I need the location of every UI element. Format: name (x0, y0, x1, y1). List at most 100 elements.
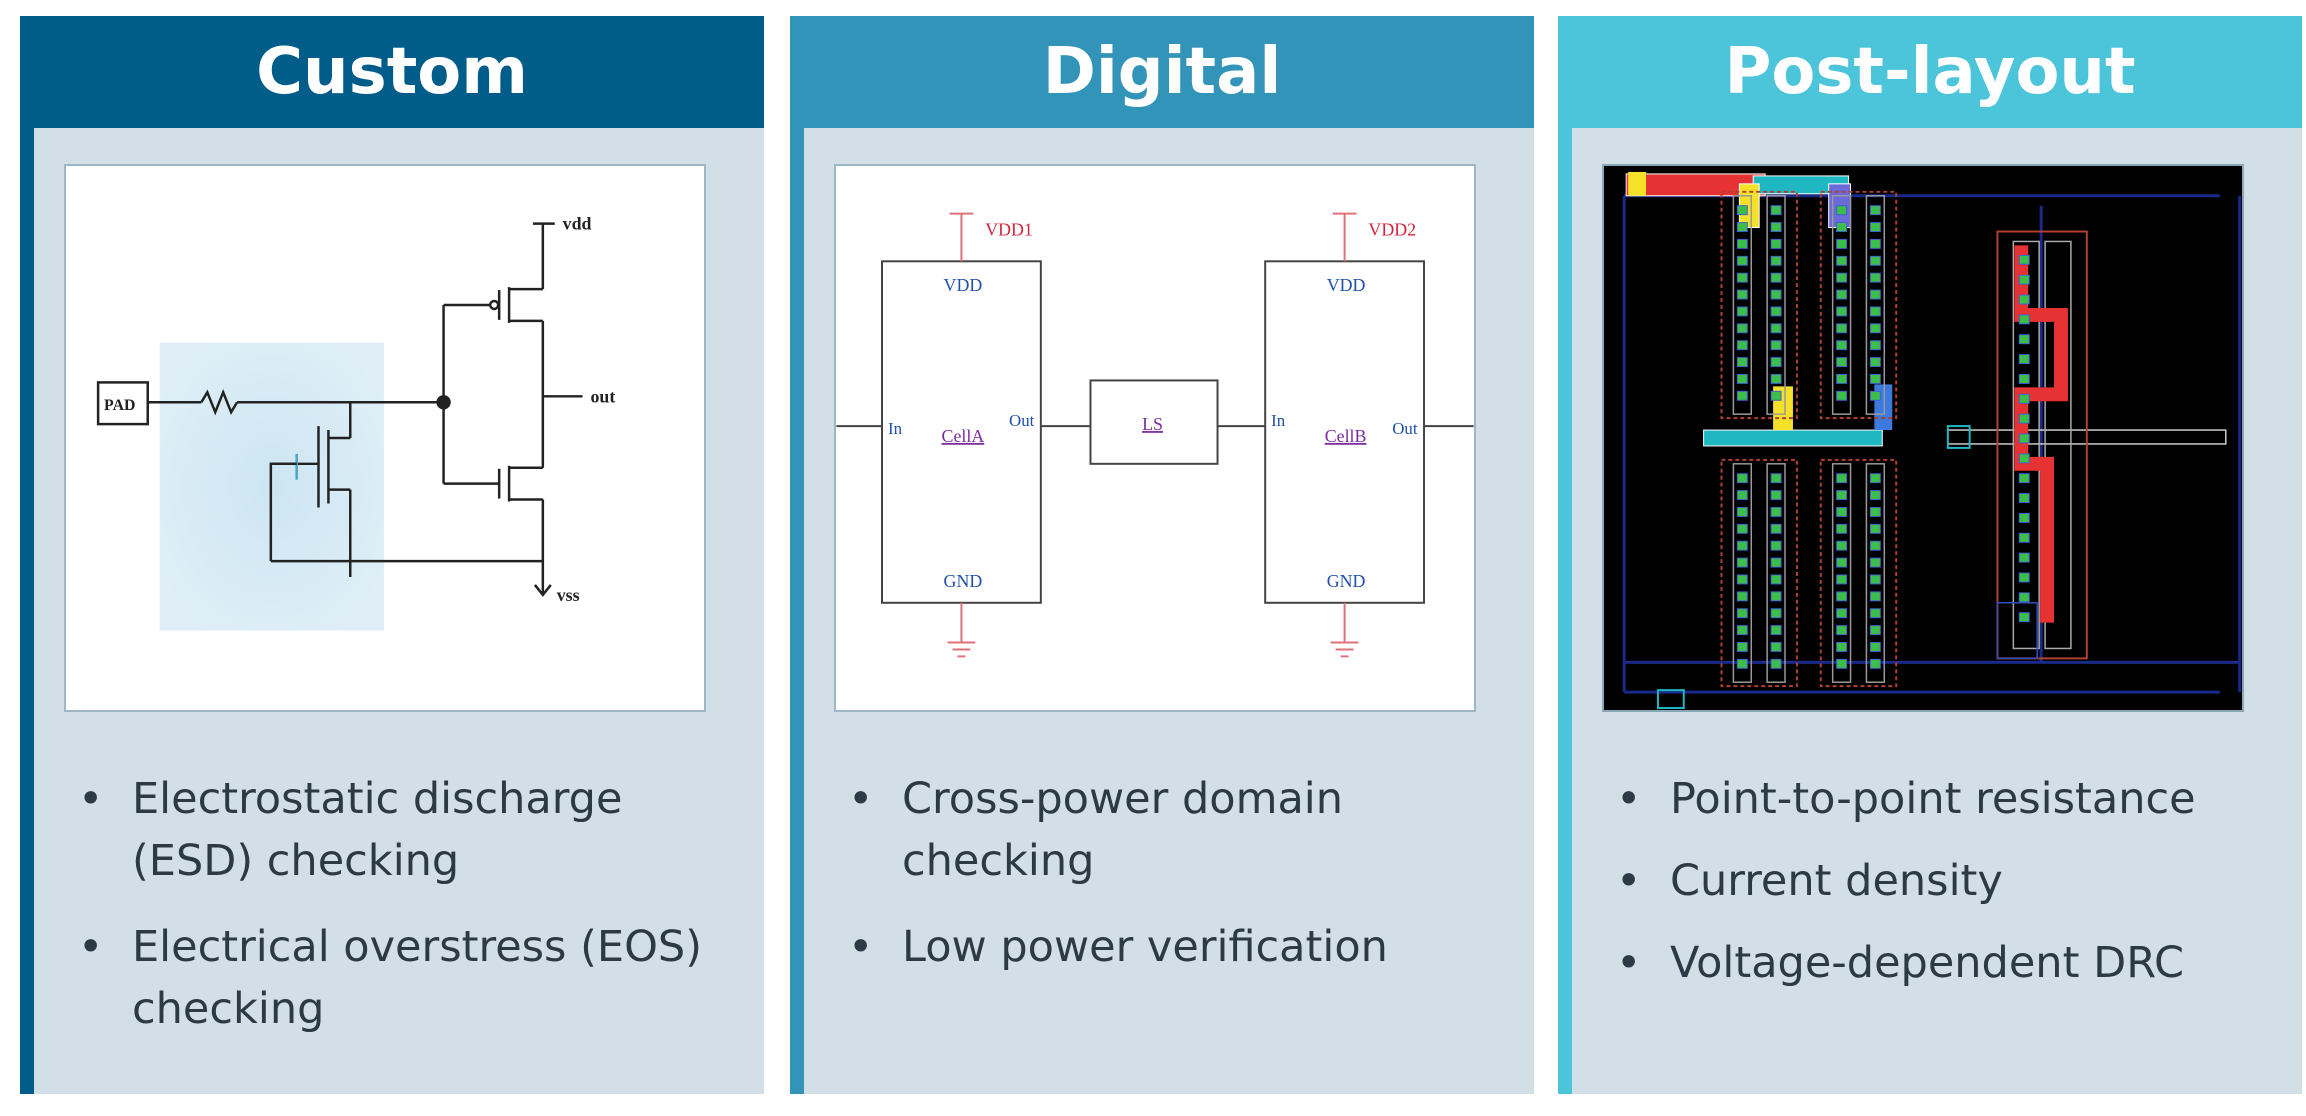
contact-square (2018, 354, 2030, 365)
finger-strip (1831, 195, 1852, 415)
bullet-item: Point-to-point resistance (1612, 768, 2282, 830)
contact-square (1869, 473, 1881, 484)
contact-right (1946, 425, 1971, 449)
contact-square (1770, 625, 1782, 636)
contact-square (1770, 591, 1782, 602)
contact-square (1770, 373, 1782, 384)
contact-square (1736, 272, 1748, 283)
contact-square (1736, 658, 1748, 669)
contact-square (1736, 222, 1748, 233)
contact-square (1836, 625, 1848, 636)
contact-square (1836, 323, 1848, 334)
contact-square (1770, 557, 1782, 568)
contact-square (1836, 608, 1848, 619)
vdd1-label: VDD1 (985, 219, 1033, 239)
contact-square (1736, 289, 1748, 300)
contact-square (2018, 592, 2030, 603)
contact-square (1736, 625, 1748, 636)
contact-square (2018, 334, 2030, 345)
contact-square (1836, 205, 1848, 216)
contact-square (1869, 205, 1881, 216)
contact-square (1869, 490, 1881, 501)
ls-name: LS (1142, 414, 1163, 434)
panel-post-layout: Post-layout (1558, 16, 2302, 1094)
contact-square (1770, 289, 1782, 300)
contact-square (1736, 255, 1748, 266)
contact-square (1770, 608, 1782, 619)
contact-square (1836, 306, 1848, 317)
contact-square (1836, 658, 1848, 669)
contact-square (1770, 205, 1782, 216)
cell-a-vdd-label: VDD (944, 275, 983, 295)
contact-square (1770, 306, 1782, 317)
vss-label: vss (557, 585, 580, 605)
panel-title-digital: Digital (790, 16, 1534, 128)
ls-box (1089, 379, 1219, 465)
bullet-list-digital: Cross-power domain checking Low power ve… (844, 768, 1514, 1002)
contact-square (2018, 413, 2030, 424)
contact-square (1869, 238, 1881, 249)
contact-square (2018, 294, 2030, 305)
contact-square (2018, 274, 2030, 285)
device-right-corner (1996, 602, 2038, 660)
contact-square (1836, 357, 1848, 368)
contact-square (2018, 493, 2030, 504)
layout-view (1604, 166, 2242, 710)
finger-strip (1732, 195, 1753, 415)
cell-a-in-label: In (888, 419, 903, 438)
contact-square (1836, 373, 1848, 384)
contact-square (1836, 390, 1848, 401)
finger-strip (1865, 195, 1886, 415)
contact-square (1770, 357, 1782, 368)
contact-square (1869, 222, 1881, 233)
panel-title-custom: Custom (20, 16, 764, 128)
contact-square (1836, 490, 1848, 501)
finger-strip (1831, 463, 1852, 683)
metal-cyan-middle (1703, 429, 1883, 447)
contact-square (1869, 373, 1881, 384)
contact-square (1869, 340, 1881, 351)
contact-square (1869, 591, 1881, 602)
contact-square (1836, 473, 1848, 484)
contact-square (1736, 323, 1748, 334)
contact-square (1736, 490, 1748, 501)
contact-square (2018, 254, 2030, 265)
contact-square (1869, 255, 1881, 266)
bullet-item: Low power verification (844, 916, 1514, 978)
contact-square (2018, 532, 2030, 543)
panel-digital: Digital (790, 16, 1534, 1094)
contact-square (1836, 222, 1848, 233)
contact-square (1736, 340, 1748, 351)
bullet-item: Current density (1612, 850, 2282, 912)
out-label: out (590, 386, 615, 406)
contact-square (2018, 572, 2030, 583)
panel-custom: Custom (20, 16, 764, 1094)
contact-square (2018, 433, 2030, 444)
cell-b-name: CellB (1325, 426, 1367, 446)
contact-square (1869, 608, 1881, 619)
esd-schematic: PAD vdd out vss (96, 214, 615, 631)
cell-b-gnd-label: GND (1327, 571, 1366, 591)
contact-square (1770, 238, 1782, 249)
contact-square (2018, 552, 2030, 563)
vdd2-label: VDD2 (1368, 219, 1416, 239)
contact-square (1869, 357, 1881, 368)
bullet-list-post-layout: Point-to-point resistance Current densit… (1612, 768, 2282, 1014)
cell-b-vdd-label: VDD (1327, 275, 1366, 295)
contact-square (1736, 506, 1748, 517)
contact-square (1736, 557, 1748, 568)
contact-square (1869, 574, 1881, 585)
contact-square (1736, 306, 1748, 317)
contact-square (1869, 625, 1881, 636)
device-right-outline (1996, 230, 2088, 660)
contact-square (1736, 540, 1748, 551)
contact-square (1869, 323, 1881, 334)
contact-square (1836, 238, 1848, 249)
contact-square (1869, 641, 1881, 652)
contact-square (1869, 390, 1881, 401)
contact-square (1770, 473, 1782, 484)
contact-square (1770, 658, 1782, 669)
cell-b-in-label: In (1271, 411, 1286, 430)
contact-square (1736, 608, 1748, 619)
bullet-list-custom: Electrostatic discharge (ESD) checking E… (74, 768, 744, 1064)
